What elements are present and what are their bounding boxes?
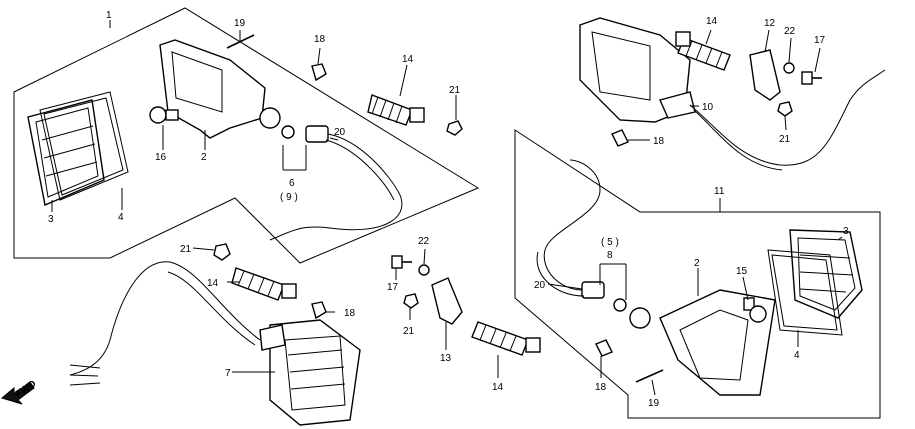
lamp-7-bottom-left (69, 261, 361, 426)
bulb-16 (149, 106, 179, 124)
callout-3-left: 3 (48, 214, 54, 225)
callout-2-right: 2 (694, 258, 700, 269)
grommet-18-mid (311, 301, 327, 320)
socket-6 (269, 125, 403, 241)
callout-19-left: 19 (234, 18, 246, 29)
rubber-boot-14-lower (471, 321, 541, 356)
callout-6: 6 (289, 178, 295, 189)
callout-14-top-right: 14 (706, 16, 718, 27)
callout-17-mid: 17 (387, 282, 399, 293)
bracket-12 (749, 49, 781, 101)
callout-20-right: 20 (534, 280, 546, 291)
rubber-boot-14-mid-left (231, 267, 297, 301)
bolt-17-mid (391, 255, 412, 269)
grommet-18-bottom-right (595, 339, 613, 357)
callout-9: ( 9 ) (280, 192, 298, 203)
callout-13: 13 (440, 353, 452, 364)
gasket-4-left (39, 91, 129, 201)
callout-18-bottom-right: 18 (595, 382, 607, 393)
housing-2-right (629, 289, 776, 396)
callout-5: ( 5 ) (601, 237, 619, 248)
callout-18-top: 18 (314, 34, 326, 45)
callout-18-top-right: 18 (653, 136, 665, 147)
housing-2-left (159, 39, 281, 139)
callout-14-mid-left: 14 (207, 278, 219, 289)
nut-21-mid (403, 293, 419, 309)
leader-lines (51, 29, 843, 396)
rubber-boot-14-top-right (675, 31, 731, 71)
callout-15: 15 (736, 266, 748, 277)
callout-14-lower: 14 (492, 382, 504, 393)
callout-12: 12 (764, 18, 776, 29)
callout-17-top-right: 17 (814, 35, 826, 46)
callout-19-right: 19 (648, 398, 660, 409)
lens-3-left (27, 99, 105, 206)
callout-14-top: 14 (402, 54, 414, 65)
bolt-17-top-right (801, 71, 822, 85)
callout-4-left: 4 (118, 212, 124, 223)
callout-21-top-right: 21 (779, 134, 791, 145)
assembly-1-outline (13, 7, 480, 264)
rubber-boot-14-upper (367, 94, 425, 126)
callout-22-top-right: 22 (784, 26, 796, 37)
callout-21-top: 21 (449, 85, 461, 96)
callout-7: 7 (225, 368, 231, 379)
bulb-15 (743, 297, 767, 323)
lens-3-right (789, 229, 863, 319)
nut-21-upper-left (446, 120, 463, 136)
grommet-18-left (311, 63, 327, 82)
callout-10: 10 (702, 102, 714, 113)
gasket-4-right (767, 249, 843, 336)
callout-3-right: 3 (843, 226, 849, 237)
callout-4-right: 4 (794, 350, 800, 361)
callout-1: 1 (106, 10, 112, 21)
callout-21-mid-left: 21 (180, 244, 192, 255)
lamp-10-top-right (579, 17, 886, 171)
screw-19-right (635, 369, 664, 383)
grommet-18-top-right (611, 129, 629, 147)
fwd-label: FWD (13, 378, 38, 400)
nut-21-mid-left (213, 243, 231, 261)
callout-8: 8 (607, 250, 613, 261)
socket-8 (536, 159, 627, 312)
callout-2-left: 2 (201, 152, 207, 163)
assembly-11-outline (514, 129, 881, 419)
nut-21-top-right (777, 101, 793, 117)
fwd-arrow-icon (0, 381, 35, 405)
callout-18-mid: 18 (344, 308, 356, 319)
callout-21-mid: 21 (403, 326, 415, 337)
callout-20-left: 20 (334, 127, 346, 138)
bracket-13 (431, 277, 463, 325)
washer-22-top-right (783, 62, 795, 74)
callout-16: 16 (155, 152, 167, 163)
washer-22-mid (418, 264, 430, 276)
callout-11: 11 (714, 186, 725, 197)
callout-22-mid: 22 (418, 236, 430, 247)
